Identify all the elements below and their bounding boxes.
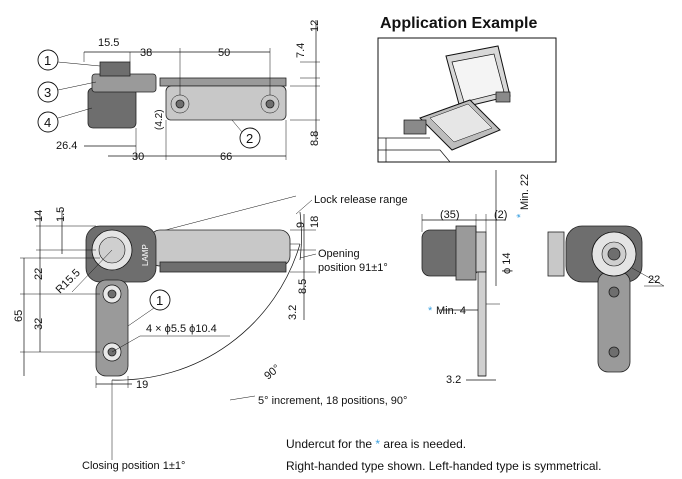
side-knob [455,225,477,281]
dim-15-5: 15.5 [98,37,119,49]
undercut-note: Undercut for the * area is needed. [286,437,466,451]
dim-22: 22 [33,268,45,280]
right-dim-22: 22 [648,274,660,286]
logo-text: LAMP [141,244,150,266]
dim-32: 32 [33,318,45,330]
side-min-22-star: * [515,213,527,218]
swing-arc [111,243,301,381]
arm-opening [149,229,291,267]
right-mount [547,231,565,277]
dim-66: 66 [220,151,232,163]
dim-9: 9 [295,222,307,228]
hole-left-inner [175,99,185,109]
side-arm [477,271,487,377]
radius-15-5: R15.5 [54,267,83,296]
dim-1-5: 1.5 [55,207,67,222]
side-min-4-star: * [428,305,433,317]
part-3-body [91,73,157,93]
lock-release-label: Lock release range [314,194,408,206]
application-illustration [377,37,557,163]
holes-spec: 4 × ϕ5.5 ϕ10.4 [146,323,217,335]
side-dim-35: (35) [440,209,460,221]
dim-50: 50 [218,47,230,59]
callout-1-main: 1 [156,293,163,308]
dim-7-4: 7.4 [295,43,307,58]
side-view: (35) (2) Min. 22 * ϕ 14 * Min. 4 3.2 [421,170,531,386]
callout-3: 3 [44,85,51,100]
arm-plate [165,85,287,121]
dim-18: 18 [309,216,321,228]
callout-4: 4 [44,115,51,130]
increment-label: 5° increment, 18 positions, 90° [258,395,407,407]
side-min-4: Min. 4 [436,305,466,317]
opening-label-2: position 91±1° [318,262,388,274]
top-view: 15.5 38 50 26.4 30 66 12 7.4 8.8 (4.2) 1… [37,20,321,163]
handed-note: Right-handed type shown. Left-handed typ… [286,459,602,473]
part-4-block [87,87,137,129]
front-view: LAMP 14 1.5 22 32 65 R15.5 19 9 [13,195,321,460]
dim-8-8: 8.8 [309,131,321,146]
lock-release-arc [299,211,302,261]
side-dim-3-2: 3.2 [446,374,461,386]
dim-8-5: 8.5 [297,279,309,294]
dim-14: 14 [33,210,45,222]
opening-label-1: Opening [318,248,360,260]
application-title: Application Example [380,15,537,32]
dim-4-2: (4.2) [154,109,165,130]
arm-opening-base [159,261,287,273]
callout-2: 2 [246,131,253,146]
dim-65: 65 [13,310,25,322]
side-min-22: Min. 22 [519,174,531,210]
side-dim-2: (2) [494,209,507,221]
side-phi-14: ϕ 14 [501,253,513,274]
dim-19: 19 [136,379,148,391]
angle-90: 90° [262,362,282,382]
dim-12: 12 [309,20,321,32]
arm-top-edge [159,77,287,87]
dim-3-2: 3.2 [287,305,299,320]
closing-label: Closing position 1±1° [82,460,185,472]
callout-1-top: 1 [44,53,51,68]
hole-right-inner [265,99,275,109]
dim-26-4: 26.4 [56,140,77,152]
dim-38: 38 [140,47,152,59]
dim-30: 30 [132,151,144,163]
part-1-knob [99,61,131,77]
right-view: 22 [547,225,665,373]
